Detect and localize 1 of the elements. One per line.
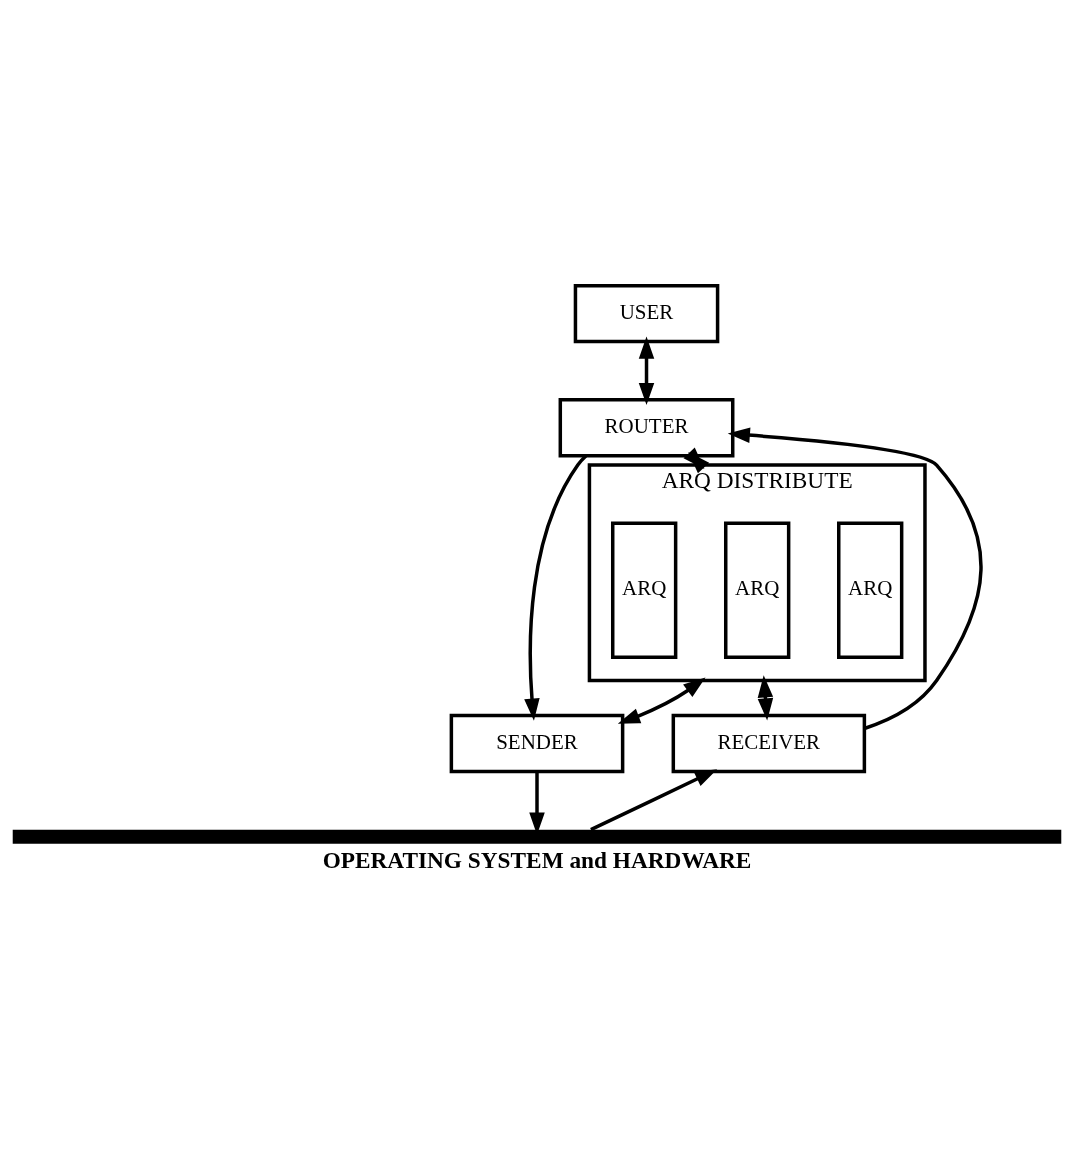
node-label: OPERATING SYSTEM and HARDWARE	[322, 846, 752, 873]
